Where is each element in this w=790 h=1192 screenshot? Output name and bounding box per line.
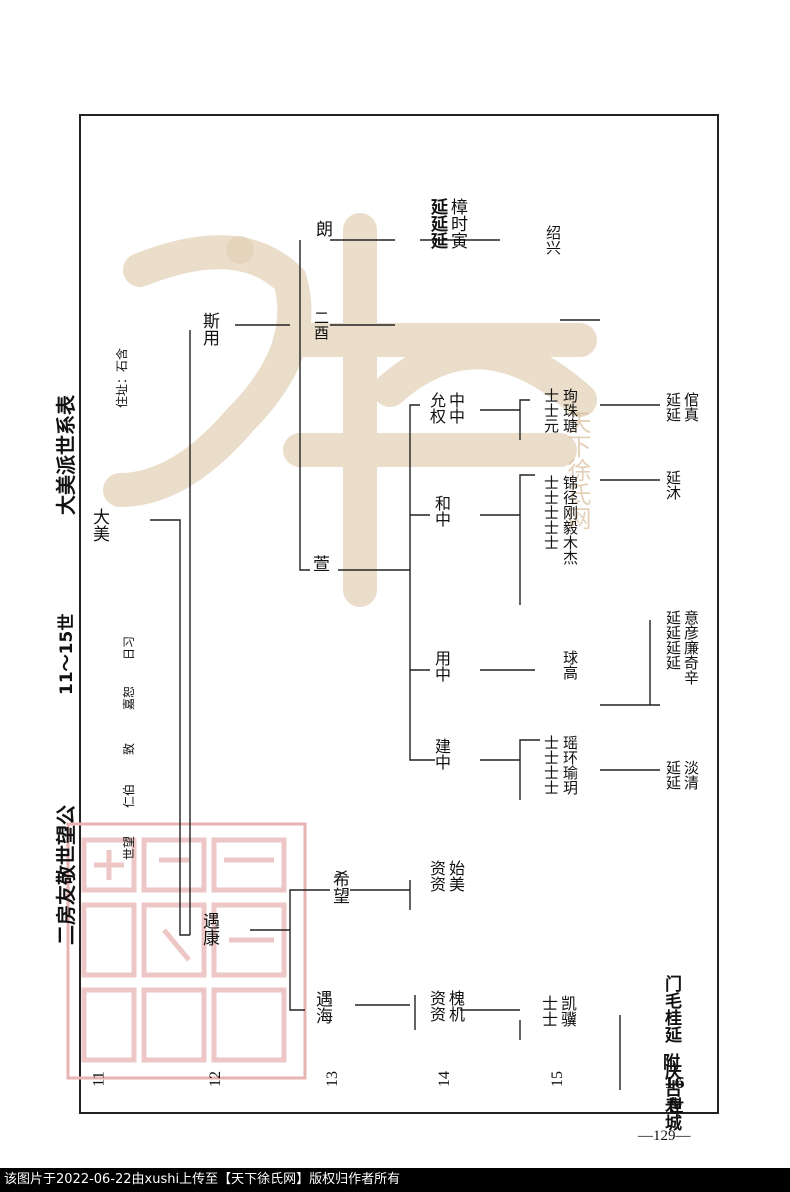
node-yd: 延延	[664, 392, 682, 422]
node-yunquan: 允权	[427, 392, 446, 424]
node-lang: 朗	[312, 220, 332, 237]
node-zishi-2: 始美	[446, 860, 465, 892]
appendix-label-3: 世	[667, 1097, 684, 1117]
appendix-label-2: 16	[664, 1074, 685, 1092]
node-yunquan-2: 中中	[446, 392, 465, 424]
page-frame	[79, 114, 719, 1114]
page-number: —129—	[638, 1128, 691, 1144]
node-g15c: 士士士士士	[542, 475, 560, 550]
node-yf: 绍兴	[544, 225, 562, 255]
appendix-label-1: 附	[663, 1053, 680, 1073]
node-jianzhong: 建中	[432, 738, 451, 770]
node-g15c-2: 锦径刚毅木杰	[561, 475, 579, 565]
footer-copyright: 该图片于2022-06-22由xushi上传至【天下徐氏网】版权归作者所有	[0, 1168, 790, 1192]
watermark-logo	[103, 213, 597, 607]
appendix-names: 门毛桂延 庆古寿城	[661, 975, 681, 1131]
node-ya1: 延延	[664, 760, 682, 790]
node-yb2: 意彦廉奇辛	[682, 610, 700, 685]
watermark-site-text: 天下徐氏网	[563, 410, 591, 530]
node-ye: 延延延	[427, 198, 447, 249]
node-zishi: 资资	[427, 860, 446, 892]
node-ye-2: 樟时寅	[447, 198, 467, 249]
node-xuan: 萱	[309, 555, 329, 572]
node-shijian: 士士	[539, 995, 558, 1027]
node-yongzhong: 用中	[432, 650, 451, 682]
node-yc: 延沐	[664, 470, 682, 500]
node-g15d-2: 珣珠瑭	[561, 388, 579, 433]
node-g15a: 士士士士	[542, 735, 560, 795]
node-yanhai: 遇海	[312, 990, 332, 1024]
node-zimian: 资资	[427, 990, 446, 1022]
node-damei: 大美	[89, 508, 109, 542]
node-g15d: 士士元	[542, 388, 560, 433]
node-g15a-2: 瑶环瑜玥	[561, 735, 579, 795]
node-yb1: 延延延延	[664, 610, 682, 670]
node-yd-2: 倌真	[682, 392, 700, 422]
node-yankang: 遇康	[199, 912, 219, 946]
node-shijian-2: 凯骥	[558, 995, 577, 1027]
node-zimian-2: 槐机	[446, 990, 465, 1022]
node-siyong: 斯用	[199, 312, 219, 346]
node-ya2: 淡清	[682, 760, 700, 790]
node-hezhong: 和中	[432, 495, 451, 527]
node-xiwang: 希望	[329, 870, 349, 904]
node-eryou: 二酉	[312, 310, 330, 340]
red-seal-stamp	[66, 822, 307, 1080]
node-g15b: 球高	[561, 650, 579, 680]
